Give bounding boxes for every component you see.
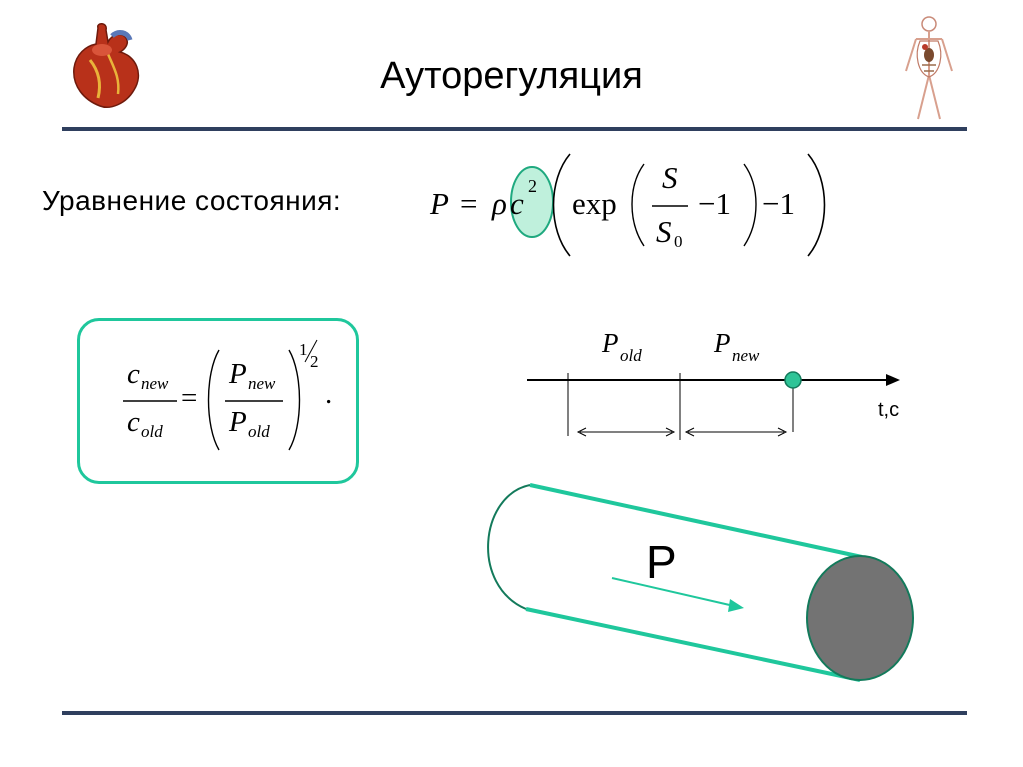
eq-S0-sub: 0 [674, 232, 683, 251]
eq-c: c [510, 186, 524, 221]
eq-equals: = [460, 186, 478, 221]
anatomy-figure-icon [905, 16, 953, 120]
ratio-equals: = [181, 382, 198, 414]
timeline-p-new: P [714, 328, 731, 358]
timeline-p-new-sub: new [732, 346, 760, 365]
eq-minus-one-outer: −1 [762, 186, 795, 221]
eq-power: 2 [528, 176, 537, 196]
eq-exp: exp [572, 186, 617, 221]
timeline-p-old-sub: old [620, 346, 642, 365]
c-old: c [127, 406, 140, 438]
equation-label: Уравнение состояния: [42, 185, 342, 216]
p-new-sub: new [248, 374, 276, 393]
top-divider [62, 127, 967, 131]
c-new-sub: new [141, 374, 169, 393]
timeline-labels: P old P new [600, 326, 800, 376]
tube-pressure-label: P [646, 536, 677, 588]
timeline-p-old: P [602, 328, 619, 358]
equation-brackets [552, 153, 826, 257]
ratio-formula-box [77, 318, 359, 484]
eq-S0: S [656, 214, 672, 249]
eq-lhs-P: P [430, 186, 449, 221]
state-equation: P = ρ c 2 exp S S 0 −1 −1 [430, 150, 830, 260]
c-old-sub: old [141, 422, 163, 441]
p-old-sub: old [248, 422, 270, 441]
eq-S: S [662, 160, 678, 195]
page-title: Ауторегуляция [380, 55, 643, 97]
vessel-tube [487, 483, 914, 682]
timeline [527, 371, 900, 440]
p-old: P [229, 406, 247, 438]
ratio-formula-lines [123, 339, 318, 451]
ratio-formula: c new c old = P new P old 1 2 . [77, 318, 359, 484]
eq-rho: ρ [492, 186, 507, 221]
heart-icon [73, 23, 140, 108]
axis-label: t,c [878, 399, 900, 421]
exp-numerator: 1 [299, 340, 308, 359]
eq-minus-one-inner: −1 [698, 186, 731, 221]
p-new: P [229, 358, 247, 390]
bottom-divider [62, 711, 967, 715]
exp-denominator: 2 [310, 352, 319, 371]
ratio-period: . [325, 378, 333, 410]
c-new: c [127, 358, 140, 390]
